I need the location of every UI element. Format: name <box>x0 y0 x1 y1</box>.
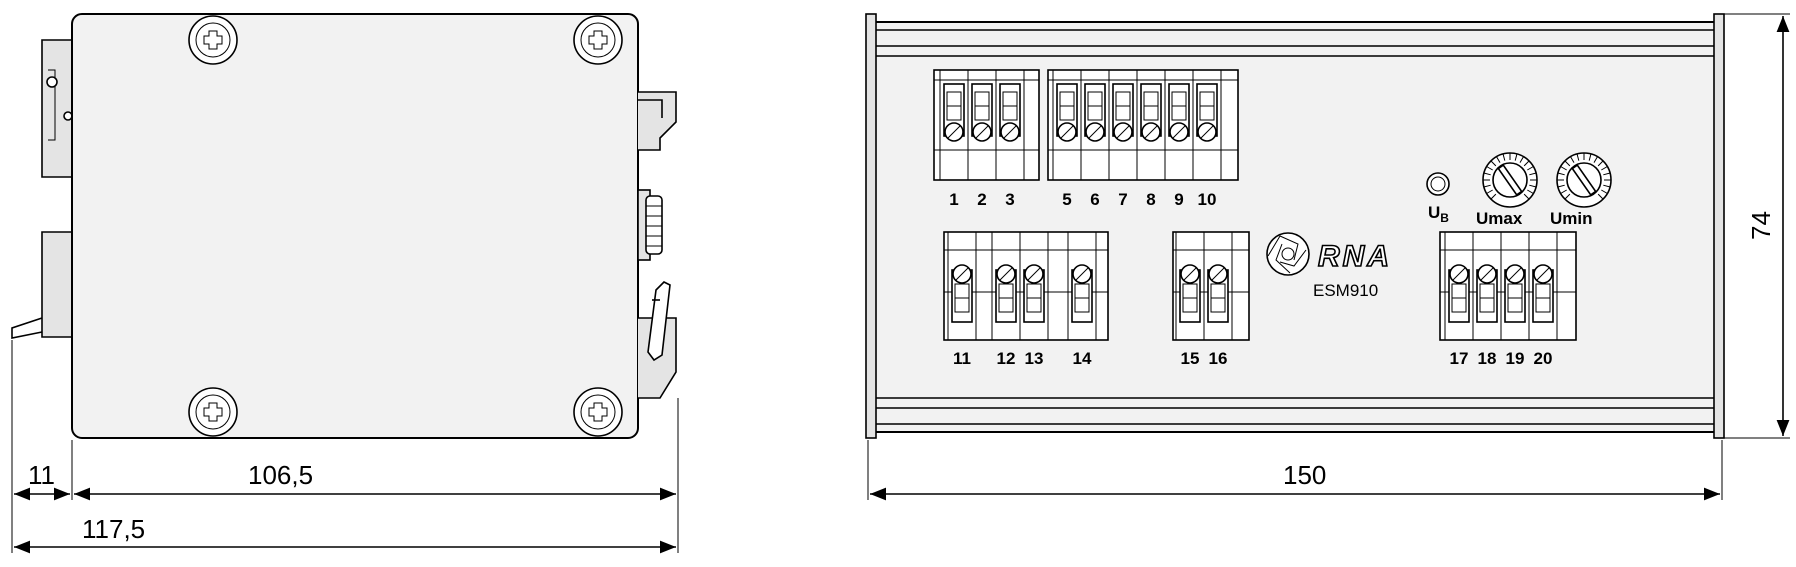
terminal-label: 5 <box>1062 190 1071 209</box>
din-clip-left <box>11 39 73 339</box>
screw-bottom-left-icon <box>188 387 238 437</box>
terminal-label: 15 <box>1181 349 1200 368</box>
terminal-label: 12 <box>997 349 1016 368</box>
terminal-label: 10 <box>1198 190 1217 209</box>
umin-knob-icon[interactable] <box>1556 152 1612 208</box>
terminal-label: 20 <box>1534 349 1553 368</box>
terminal-label: 11 <box>953 349 971 368</box>
screw-top-right-icon <box>573 15 623 65</box>
terminal-label: 6 <box>1090 190 1099 209</box>
ub-indicator: UB <box>1426 172 1450 225</box>
side-view: 11 106,5 117,5 <box>11 13 679 554</box>
dim-width-label: 150 <box>1283 460 1326 490</box>
dim-total-label: 117,5 <box>82 514 145 544</box>
terminal-label: 17 <box>1450 349 1469 368</box>
terminal-label: 1 <box>949 190 958 209</box>
terminal-block-17-20: 17 18 19 20 <box>1439 231 1577 368</box>
terminal-label: 13 <box>1025 349 1044 368</box>
screw-top-left-icon <box>188 15 238 65</box>
terminal-label: 3 <box>1005 190 1014 209</box>
terminal-label: 8 <box>1146 190 1155 209</box>
potentiometers <box>1482 152 1612 208</box>
terminal-label: 2 <box>977 190 986 209</box>
dim-body-label: 106,5 <box>248 460 313 490</box>
umax-knob-icon[interactable] <box>1482 152 1538 208</box>
terminal-label: 18 <box>1478 349 1497 368</box>
model-name: ESM910 <box>1313 281 1378 300</box>
umin-label: Umin <box>1550 209 1593 228</box>
terminal-label: 19 <box>1506 349 1525 368</box>
terminal-label: 16 <box>1209 349 1228 368</box>
terminal-label: 9 <box>1174 190 1183 209</box>
brand-name: RNA <box>1318 240 1392 273</box>
ub-label: UB <box>1428 203 1449 225</box>
terminal-label: 14 <box>1073 349 1092 368</box>
rna-logo-icon <box>1266 232 1310 276</box>
front-dimensions: 150 74 <box>867 13 1790 501</box>
dim-left-label: 11 <box>28 460 55 490</box>
side-terminal-profile <box>637 91 677 399</box>
screw-bottom-right-icon <box>573 387 623 437</box>
side-dimensions: 11 106,5 117,5 <box>11 340 679 554</box>
umax-label: Umax <box>1476 209 1523 228</box>
side-body <box>71 13 639 439</box>
dim-height-label: 74 <box>1746 211 1776 240</box>
terminal-block-11-14: 11 12 13 14 <box>943 231 1109 368</box>
terminal-label: 7 <box>1118 190 1127 209</box>
